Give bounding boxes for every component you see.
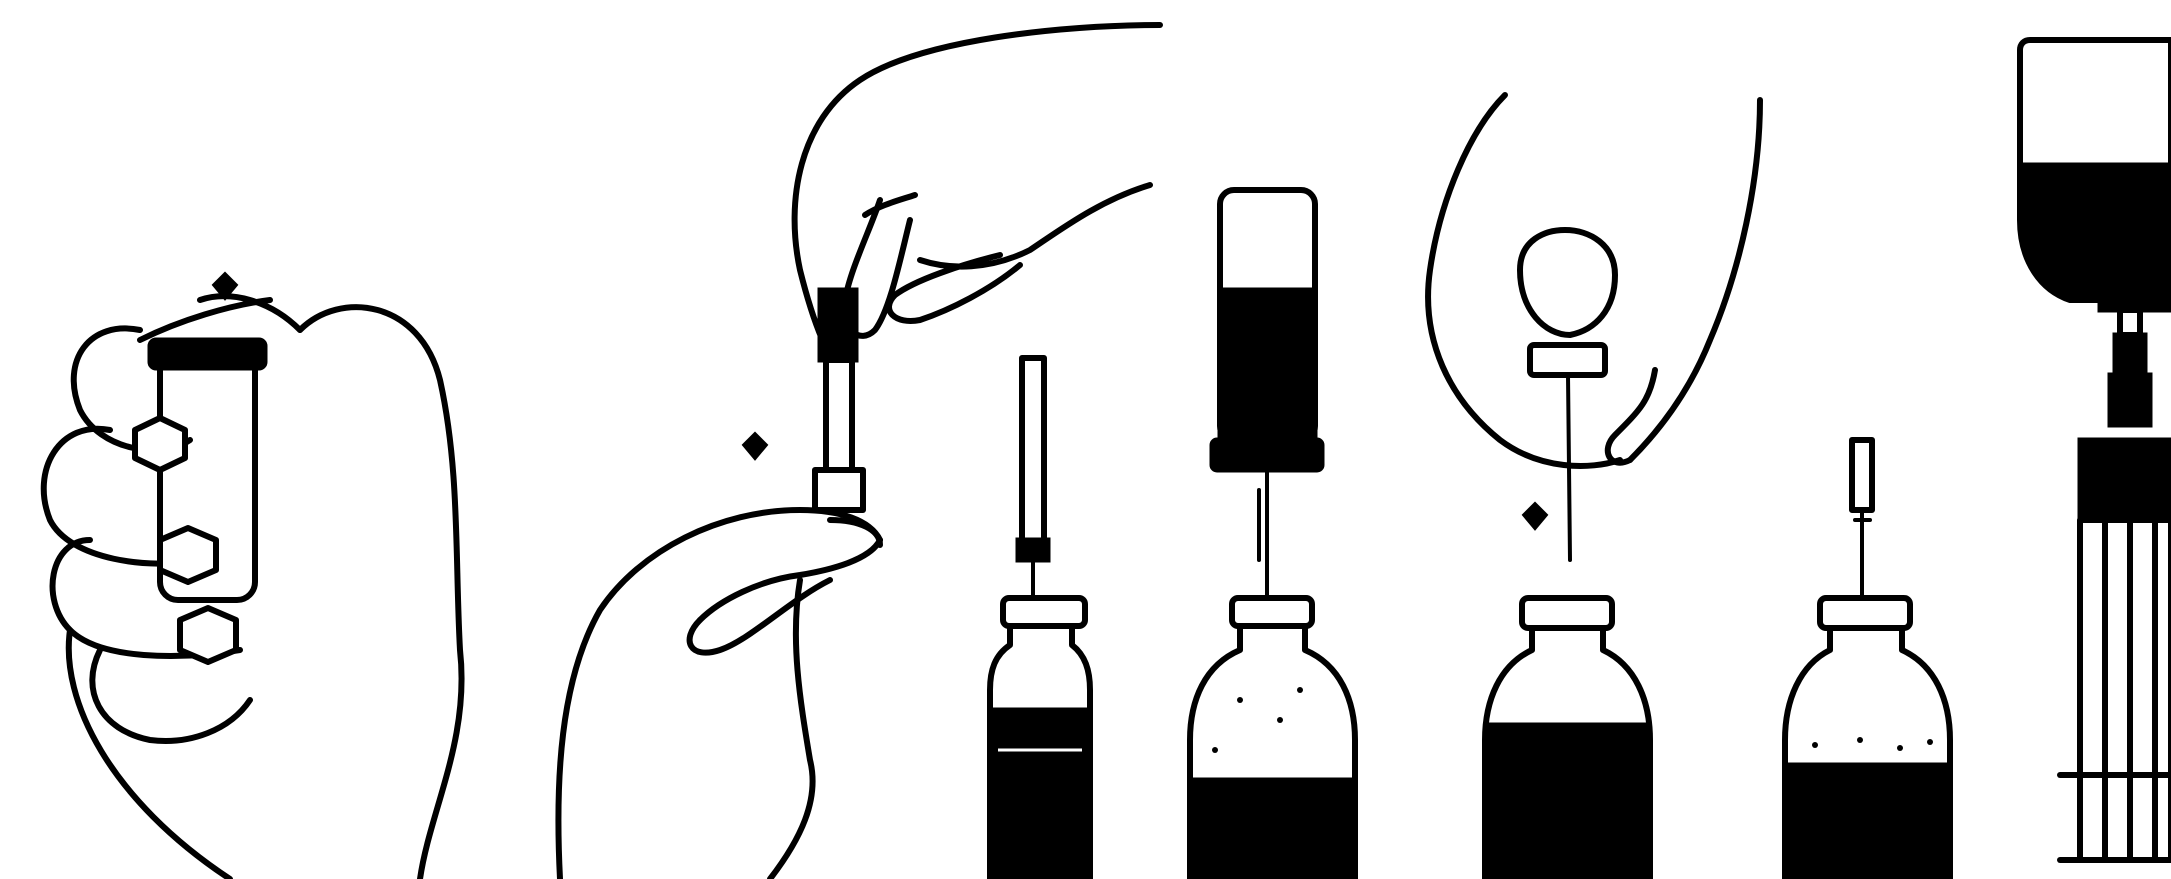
syringe-in-vial	[990, 358, 1090, 879]
held-stopper-rim	[1530, 345, 1605, 375]
mark-dot	[1525, 505, 1545, 527]
tall-vial-liquid	[992, 710, 1088, 879]
connector	[2120, 310, 2140, 335]
needle-in-vial	[1785, 440, 1950, 879]
syringe-barrel	[1022, 358, 1044, 558]
removed-cap	[820, 290, 856, 360]
needle-syringe	[1852, 440, 1872, 510]
held-stopper	[1520, 230, 1615, 335]
hand-with-cap-over-vial	[1428, 95, 1760, 879]
receiving-vial-liquid	[1192, 780, 1353, 879]
vial-stopper	[1003, 598, 1085, 626]
bag-port	[2100, 285, 2171, 310]
receiving-vial-stopper	[1232, 598, 1312, 626]
connector-joint	[2115, 335, 2145, 375]
held-vial-cap	[150, 340, 265, 368]
needle-vial-stopper	[1820, 598, 1910, 628]
open-vial-liquid	[1487, 725, 1648, 879]
inverted-bottle-liquid	[1220, 290, 1315, 440]
infusion-bag-liquid	[2022, 165, 2171, 300]
syringe-hub	[1018, 540, 1048, 560]
inverted-bottle-cap	[1212, 440, 1322, 470]
connector-lower	[2110, 375, 2150, 425]
open-vial-stopper	[1522, 598, 1612, 628]
apparatus-top	[2080, 440, 2171, 520]
inverted-bottle-into-vial	[1190, 190, 1355, 879]
small-vial-base	[815, 470, 863, 510]
needle-vial-liquid	[1787, 765, 1948, 879]
fingernail	[135, 418, 185, 470]
mark-dot	[745, 435, 765, 457]
hand-holding-vial	[44, 275, 462, 879]
infusion-bag-and-apparatus	[2020, 40, 2171, 860]
small-vial-body	[826, 360, 852, 480]
